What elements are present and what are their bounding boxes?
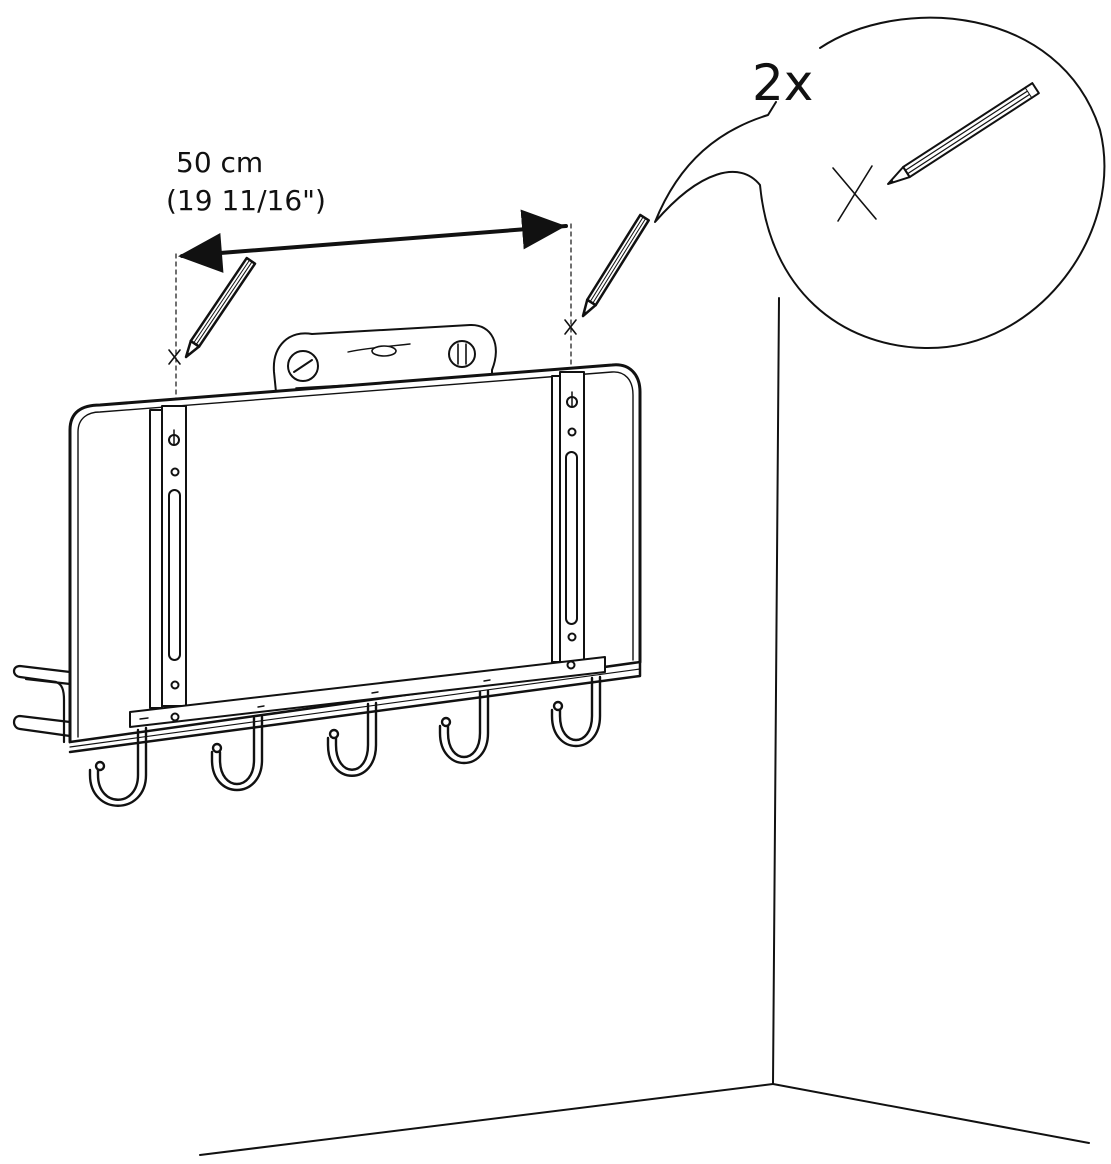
quantity-label: 2x (752, 54, 814, 112)
floor-line-right (772, 1083, 1090, 1144)
detail-callout (654, 16, 1106, 350)
hook (326, 701, 378, 777)
hook (438, 689, 490, 765)
hook-bar (129, 656, 606, 728)
spirit-level-icon (272, 323, 497, 393)
dimension-arrow (178, 209, 568, 273)
wall-corner-vertical (772, 297, 780, 1085)
mounting-bracket-left (149, 405, 187, 709)
callout-bubble (654, 16, 1106, 350)
dimension-metric-label: 50 cm (176, 146, 264, 179)
floor-line-left (199, 1083, 774, 1156)
hook (550, 675, 602, 748)
mounting-bracket-right (551, 371, 585, 663)
side-wire-rail (12, 664, 72, 744)
pencil-icon (184, 256, 257, 359)
pencil-icon (887, 82, 1040, 185)
room-corner (199, 297, 1090, 1156)
dimension-imperial-label: (19 11/16") (166, 184, 326, 217)
x-mark-icon (564, 319, 577, 335)
x-mark-icon (832, 165, 877, 222)
hooks (88, 675, 602, 807)
hook (210, 715, 264, 792)
pencil-icon (581, 213, 650, 318)
hook (88, 726, 148, 807)
x-mark-icon (168, 349, 181, 365)
